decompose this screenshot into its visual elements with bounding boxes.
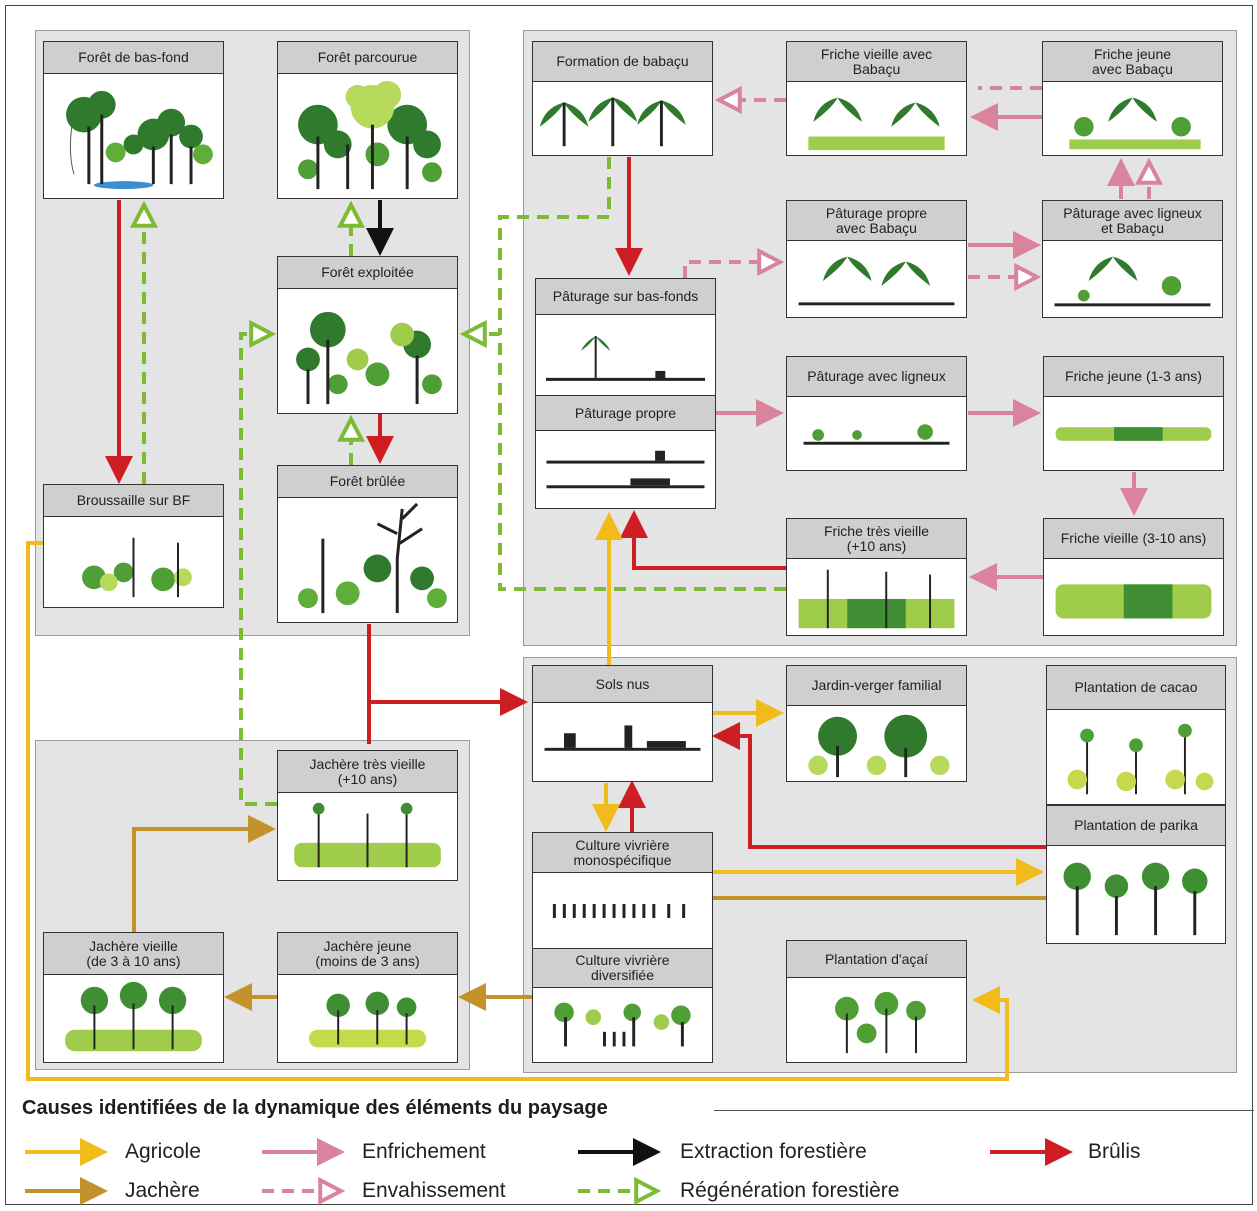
node-friche-vieille: Friche vieille (3-10 ans): [1043, 518, 1224, 636]
node-title: Friche jeune avec Babaçu: [1043, 42, 1222, 82]
forest-illustration: [44, 75, 223, 198]
fallow-illustration: [44, 976, 223, 1062]
node-title: Plantation de cacao: [1047, 666, 1225, 710]
node-title: Jardin-verger familial: [787, 666, 966, 706]
node-title: Pâturage avec ligneux: [787, 357, 966, 397]
node-jachere-vieille: Jachère vieille (de 3 à 10 ans): [43, 932, 224, 1063]
node-title: Culture vivrière monospécifique: [533, 833, 712, 873]
node-title: Friche très vieille (+10 ans): [787, 519, 966, 559]
pasture-illustration: [536, 431, 715, 508]
legend-rule: [714, 1110, 1254, 1111]
arrow-invade-paturage-to-propre-babacu: [683, 262, 776, 278]
node-foret-bas-fond: Forêt de bas-fond: [43, 41, 224, 199]
node-paturage-bas-fonds-et-propre: Pâturage sur bas-fonds Pâturage propre: [535, 278, 716, 509]
node-title: Friche jeune (1-3 ans): [1044, 357, 1223, 397]
node-friche-jeune: Friche jeune (1-3 ans): [1043, 356, 1224, 471]
node-sols-nus: Sols nus: [532, 665, 713, 782]
node-culture-vivriere: Culture vivrière monospécifique Culture …: [532, 832, 713, 1063]
node-friche-vieille-babacu: Friche vieille avec Babaçu: [786, 41, 967, 156]
node-foret-brulee: Forêt brûlée: [277, 465, 458, 623]
node-plantation-parika: Plantation de parika: [1046, 805, 1226, 944]
legend-label-brulis: Brûlis: [1088, 1140, 1141, 1163]
node-friche-jeune-babacu: Friche jeune avec Babaçu: [1042, 41, 1223, 156]
node-title: Formation de babaçu: [533, 42, 712, 82]
node-jachere-tres-vieille: Jachère très vieille (+10 ans): [277, 750, 458, 881]
node-title: Broussaille sur BF: [44, 485, 223, 517]
node-title: Friche vieille (3-10 ans): [1044, 519, 1223, 559]
legend-label-regeneration: Régénération forestière: [680, 1179, 900, 1202]
node-title: Plantation d'açaí: [787, 941, 966, 978]
arrow-burn-brulee-to-solsnus: [367, 624, 528, 716]
node-plantation-cacao: Plantation de cacao: [1046, 665, 1226, 805]
legend-label-enfrichement: Enfrichement: [362, 1140, 486, 1163]
pasture-illustration: [536, 316, 715, 396]
node-title: Jachère jeune (moins de 3 ans): [278, 933, 457, 975]
legend-title: Causes identifiées de la dynamique des é…: [22, 1097, 608, 1119]
node-title: Pâturage avec ligneux et Babaçu: [1043, 201, 1222, 241]
node-title: Forêt parcourue: [278, 42, 457, 74]
arrow-regen-babacu-to-exploitee: [498, 157, 611, 334]
node-subtitle: Pâturage propre: [536, 395, 715, 431]
palm-illustration: [787, 242, 966, 317]
arrow-regen-friche-to-exploitee: [468, 334, 786, 591]
figure-frame: [5, 5, 1253, 1205]
plantation-illustration: [787, 979, 966, 1062]
node-friche-tres-vieille: Friche très vieille (+10 ans): [786, 518, 967, 636]
shrub-illustration: [44, 518, 223, 607]
legend-label-jachere: Jachère: [125, 1179, 200, 1202]
node-formation-babacu: Formation de babaçu: [532, 41, 713, 156]
node-title: Plantation de parika: [1047, 806, 1225, 846]
legend-swatches: [25, 1138, 1073, 1205]
node-plantation-acai: Plantation d'açaí: [786, 940, 967, 1063]
pasture-illustration: [787, 398, 966, 470]
shrub-illustration: [787, 560, 966, 635]
arrow-burn-friche-to-paturage: [620, 510, 786, 570]
node-subtitle: Culture vivrière diversifiée: [533, 948, 712, 988]
node-title: Friche vieille avec Babaçu: [787, 42, 966, 82]
node-title: Forêt de bas-fond: [44, 42, 223, 74]
node-jardin-verger: Jardin-verger familial: [786, 665, 967, 782]
forest-illustration: [278, 290, 457, 413]
orchard-illustration: [787, 707, 966, 781]
shrub-illustration: [1044, 398, 1223, 470]
bare-soil-illustration: [533, 704, 712, 781]
plantation-illustration: [1047, 847, 1225, 943]
legend-label-agricole: Agricole: [125, 1140, 201, 1163]
arrow-burn-parika-to-solsnus: [712, 722, 1046, 849]
crop-illustration: [533, 988, 712, 1062]
node-paturage-propre-babacu: Pâturage propre avec Babaçu: [786, 200, 967, 318]
forest-illustration: [278, 75, 457, 198]
forest-illustration: [278, 499, 457, 622]
node-title: Forêt exploitée: [278, 257, 457, 289]
node-foret-exploitee: Forêt exploitée: [277, 256, 458, 414]
shrub-illustration: [1044, 560, 1223, 635]
node-broussaille-bf: Broussaille sur BF: [43, 484, 224, 608]
node-title: Forêt brûlée: [278, 466, 457, 498]
node-title: Sols nus: [533, 666, 712, 703]
node-paturage-ligneux-babacu: Pâturage avec ligneux et Babaçu: [1042, 200, 1223, 318]
arrow-regen-jachere-to-exploitee: [239, 334, 277, 806]
node-title: Jachère très vieille (+10 ans): [278, 751, 457, 793]
legend-label-envahissement: Envahissement: [362, 1179, 506, 1202]
crop-illustration: [533, 874, 712, 948]
node-jachere-jeune: Jachère jeune (moins de 3 ans): [277, 932, 458, 1063]
palm-illustration: [533, 83, 712, 155]
node-paturage-ligneux: Pâturage avec ligneux: [786, 356, 967, 471]
palm-illustration: [1043, 242, 1222, 317]
node-title: Jachère vieille (de 3 à 10 ans): [44, 933, 223, 975]
fallow-illustration: [278, 794, 457, 880]
plantation-illustration: [1047, 711, 1225, 804]
arrow-fallow-vieille-to-tresvieille: [132, 815, 276, 932]
node-title: Pâturage propre avec Babaçu: [787, 201, 966, 241]
node-foret-parcourue: Forêt parcourue: [277, 41, 458, 199]
legend-label-extraction: Extraction forestière: [680, 1140, 867, 1163]
palm-illustration: [1043, 83, 1222, 155]
node-title: Pâturage sur bas-fonds: [536, 279, 715, 315]
palm-illustration: [787, 83, 966, 155]
fallow-illustration: [278, 976, 457, 1062]
arrow-agri-broussaille-to-acai: [26, 541, 1009, 1081]
